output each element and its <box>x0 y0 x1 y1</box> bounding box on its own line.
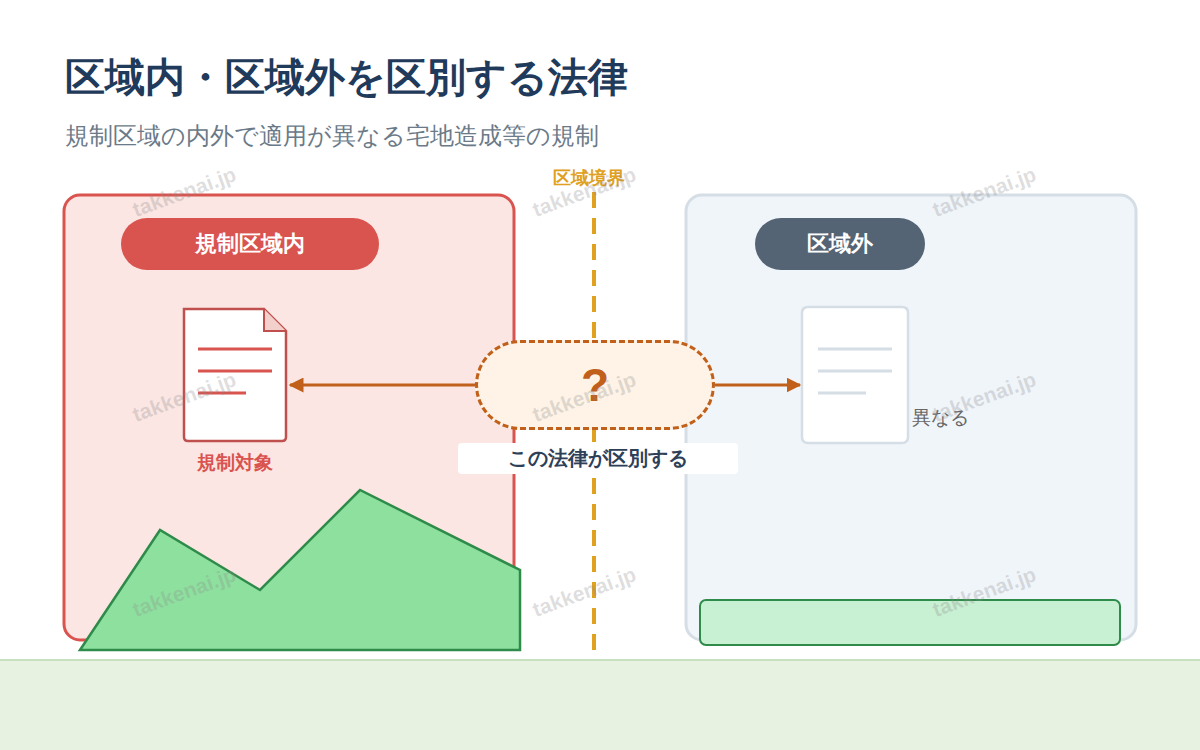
mountain-illustration <box>80 490 520 650</box>
outside-panel-shape <box>686 195 1136 640</box>
ground-band <box>0 660 1200 750</box>
flat-land <box>700 600 1120 645</box>
other-document: 異なる <box>800 305 910 445</box>
law-label: この法律が区別する <box>458 443 738 474</box>
document-icon <box>180 305 290 445</box>
region-heading: 区域外 <box>755 218 925 270</box>
inside-region-panel: 規制区域内規制対象 <box>64 195 514 640</box>
arrow-connector <box>290 384 475 387</box>
title: 区域内・区域外を区別する法律 <box>65 50 628 105</box>
document-icon <box>800 305 910 445</box>
regulated-document: 規制対象 <box>180 305 290 445</box>
watermark: takkenai.jp <box>929 562 1039 622</box>
ground-line <box>0 659 1200 661</box>
arrow-connector <box>715 384 800 387</box>
watermark: takkenai.jp <box>529 562 639 622</box>
outside-region-panel: 区域外異なる <box>686 195 1136 640</box>
watermark: takkenai.jp <box>129 562 239 622</box>
document-label: 規制対象 <box>170 450 300 476</box>
watermark: takkenai.jp <box>929 162 1039 222</box>
caption: 規制区域の内外で適用が異なる宅地造成等の規制 <box>65 120 599 152</box>
watermark: takkenai.jp <box>129 162 239 222</box>
region-heading: 規制区域内 <box>121 218 379 270</box>
watermark: takkenai.jp <box>929 367 1039 427</box>
